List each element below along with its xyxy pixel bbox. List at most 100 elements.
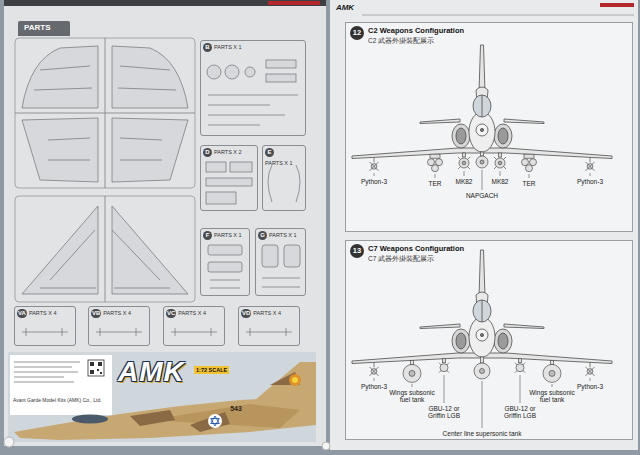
sprue-letter: VB (91, 309, 101, 318)
parts-count: PARTS X 1 (214, 231, 242, 240)
wheel-part (225, 65, 239, 79)
centerline-tank (474, 357, 490, 379)
gbu12-bomb (439, 359, 449, 373)
aircraft-number: 543 (229, 405, 243, 413)
sprue-letter: D (203, 148, 212, 157)
parts-count: PARTS X 1 (214, 43, 242, 52)
sprue-wing-drawing (15, 196, 195, 302)
part (206, 192, 236, 204)
ter-rack (428, 154, 443, 172)
part (208, 262, 242, 272)
leader-line (500, 171, 501, 176)
sprue-letter: VC (166, 309, 176, 318)
store-label: GBU-12 or Griffin LGB (500, 405, 540, 419)
step-heading-chinese: C7 武器外掛裝配展示 (368, 254, 628, 263)
sprue-box: DPARTS X 2 (200, 145, 258, 211)
missile-part (171, 328, 217, 336)
box-text-panel (10, 355, 112, 415)
parts-count: PARTS X 1 (269, 231, 297, 240)
wing-fuel-tank (543, 360, 561, 382)
section-tab: PARTS (18, 21, 70, 36)
step-heading: C2 Weapons Configuration (368, 26, 628, 36)
store-label: TER (428, 180, 443, 187)
sprue-a-drawing (15, 38, 195, 188)
store-label: MK82 (491, 178, 510, 185)
missile-parts (22, 328, 292, 336)
leader-line (412, 384, 413, 387)
sprue-box: GPARTS X 1 (255, 228, 306, 296)
sprue-frame (15, 38, 195, 188)
missile-part (246, 328, 292, 336)
gbu12-bomb (515, 359, 525, 373)
box-art-sky (8, 352, 316, 442)
python-missile (586, 362, 595, 376)
store-label: Wings subsonic fuel tank (388, 389, 436, 403)
store-label: NAPGACH (465, 192, 499, 199)
parts-box: VDPARTS X 4 (238, 306, 300, 346)
tail-emblem (289, 374, 301, 386)
python-missile (370, 362, 379, 376)
part (206, 162, 226, 172)
step-heading: C7 Weapons Configuration (368, 244, 628, 254)
leader-line (444, 375, 445, 403)
napgach-store (476, 152, 488, 168)
text-lines (14, 362, 80, 382)
missile-part (96, 328, 142, 336)
store-label: Python-3 (360, 178, 388, 185)
panel-lines (34, 66, 176, 160)
sprue-box: FPARTS X 1 (200, 228, 250, 296)
maker-name: Avant Garde Model Kits (AMK) Co., Ltd. (12, 398, 110, 404)
leader-line (482, 170, 483, 190)
step-number: 13 (350, 244, 364, 258)
config-c2-aircraft (352, 45, 612, 172)
store-label: Python-3 (576, 383, 604, 390)
step-number: 12 (350, 26, 364, 40)
sheet-red-accent (600, 3, 634, 7)
store-label: Python-3 (360, 383, 388, 390)
leader-line (482, 381, 483, 428)
header-rule (362, 15, 634, 16)
panel-ground (345, 22, 633, 232)
leader-line (520, 375, 521, 403)
part (210, 280, 240, 288)
parts-count: PARTS X 2 (214, 148, 242, 157)
missile-part (22, 328, 68, 336)
scale-badge: 1:72 SCALE (194, 366, 229, 374)
leader-line (374, 173, 375, 176)
step-panel: 12C2 Weapons ConfigurationC2 武器外掛裝配展示 (345, 22, 633, 232)
store-label: GBU-12 or Griffin LGB (424, 405, 464, 419)
leader-line (374, 378, 375, 381)
thumbtack (4, 437, 14, 447)
leader-line (529, 174, 530, 178)
python-missile (370, 157, 379, 171)
mk82-bomb (494, 153, 506, 169)
leader-line (590, 378, 591, 381)
sheet-top-bar (4, 0, 326, 6)
mk82-bomb (458, 153, 470, 169)
store-label: MK82 (455, 178, 474, 185)
sprue-frame (15, 196, 195, 302)
store-label: Center line supersonic tank (442, 430, 523, 437)
part (266, 60, 296, 68)
brand-logo: AMK (335, 4, 355, 13)
sprue-small-parts (206, 60, 300, 288)
leader-lines (374, 170, 590, 428)
brand-logo: AMK (118, 356, 185, 388)
leader-line (590, 173, 591, 176)
sheet-red-accent (268, 1, 320, 5)
leader-line (435, 174, 436, 178)
sprue-letter: VA (17, 309, 27, 318)
runner (15, 113, 195, 114)
part (262, 245, 278, 267)
part (284, 245, 300, 267)
part (208, 245, 242, 255)
wing-part (112, 206, 188, 294)
wing-fuel-tank (403, 360, 421, 382)
sprue-box: EPARTS X 1 (262, 145, 306, 211)
right-sheet (330, 0, 638, 450)
qr-code (88, 360, 104, 376)
config-c7-aircraft (352, 250, 612, 382)
part (230, 162, 252, 172)
